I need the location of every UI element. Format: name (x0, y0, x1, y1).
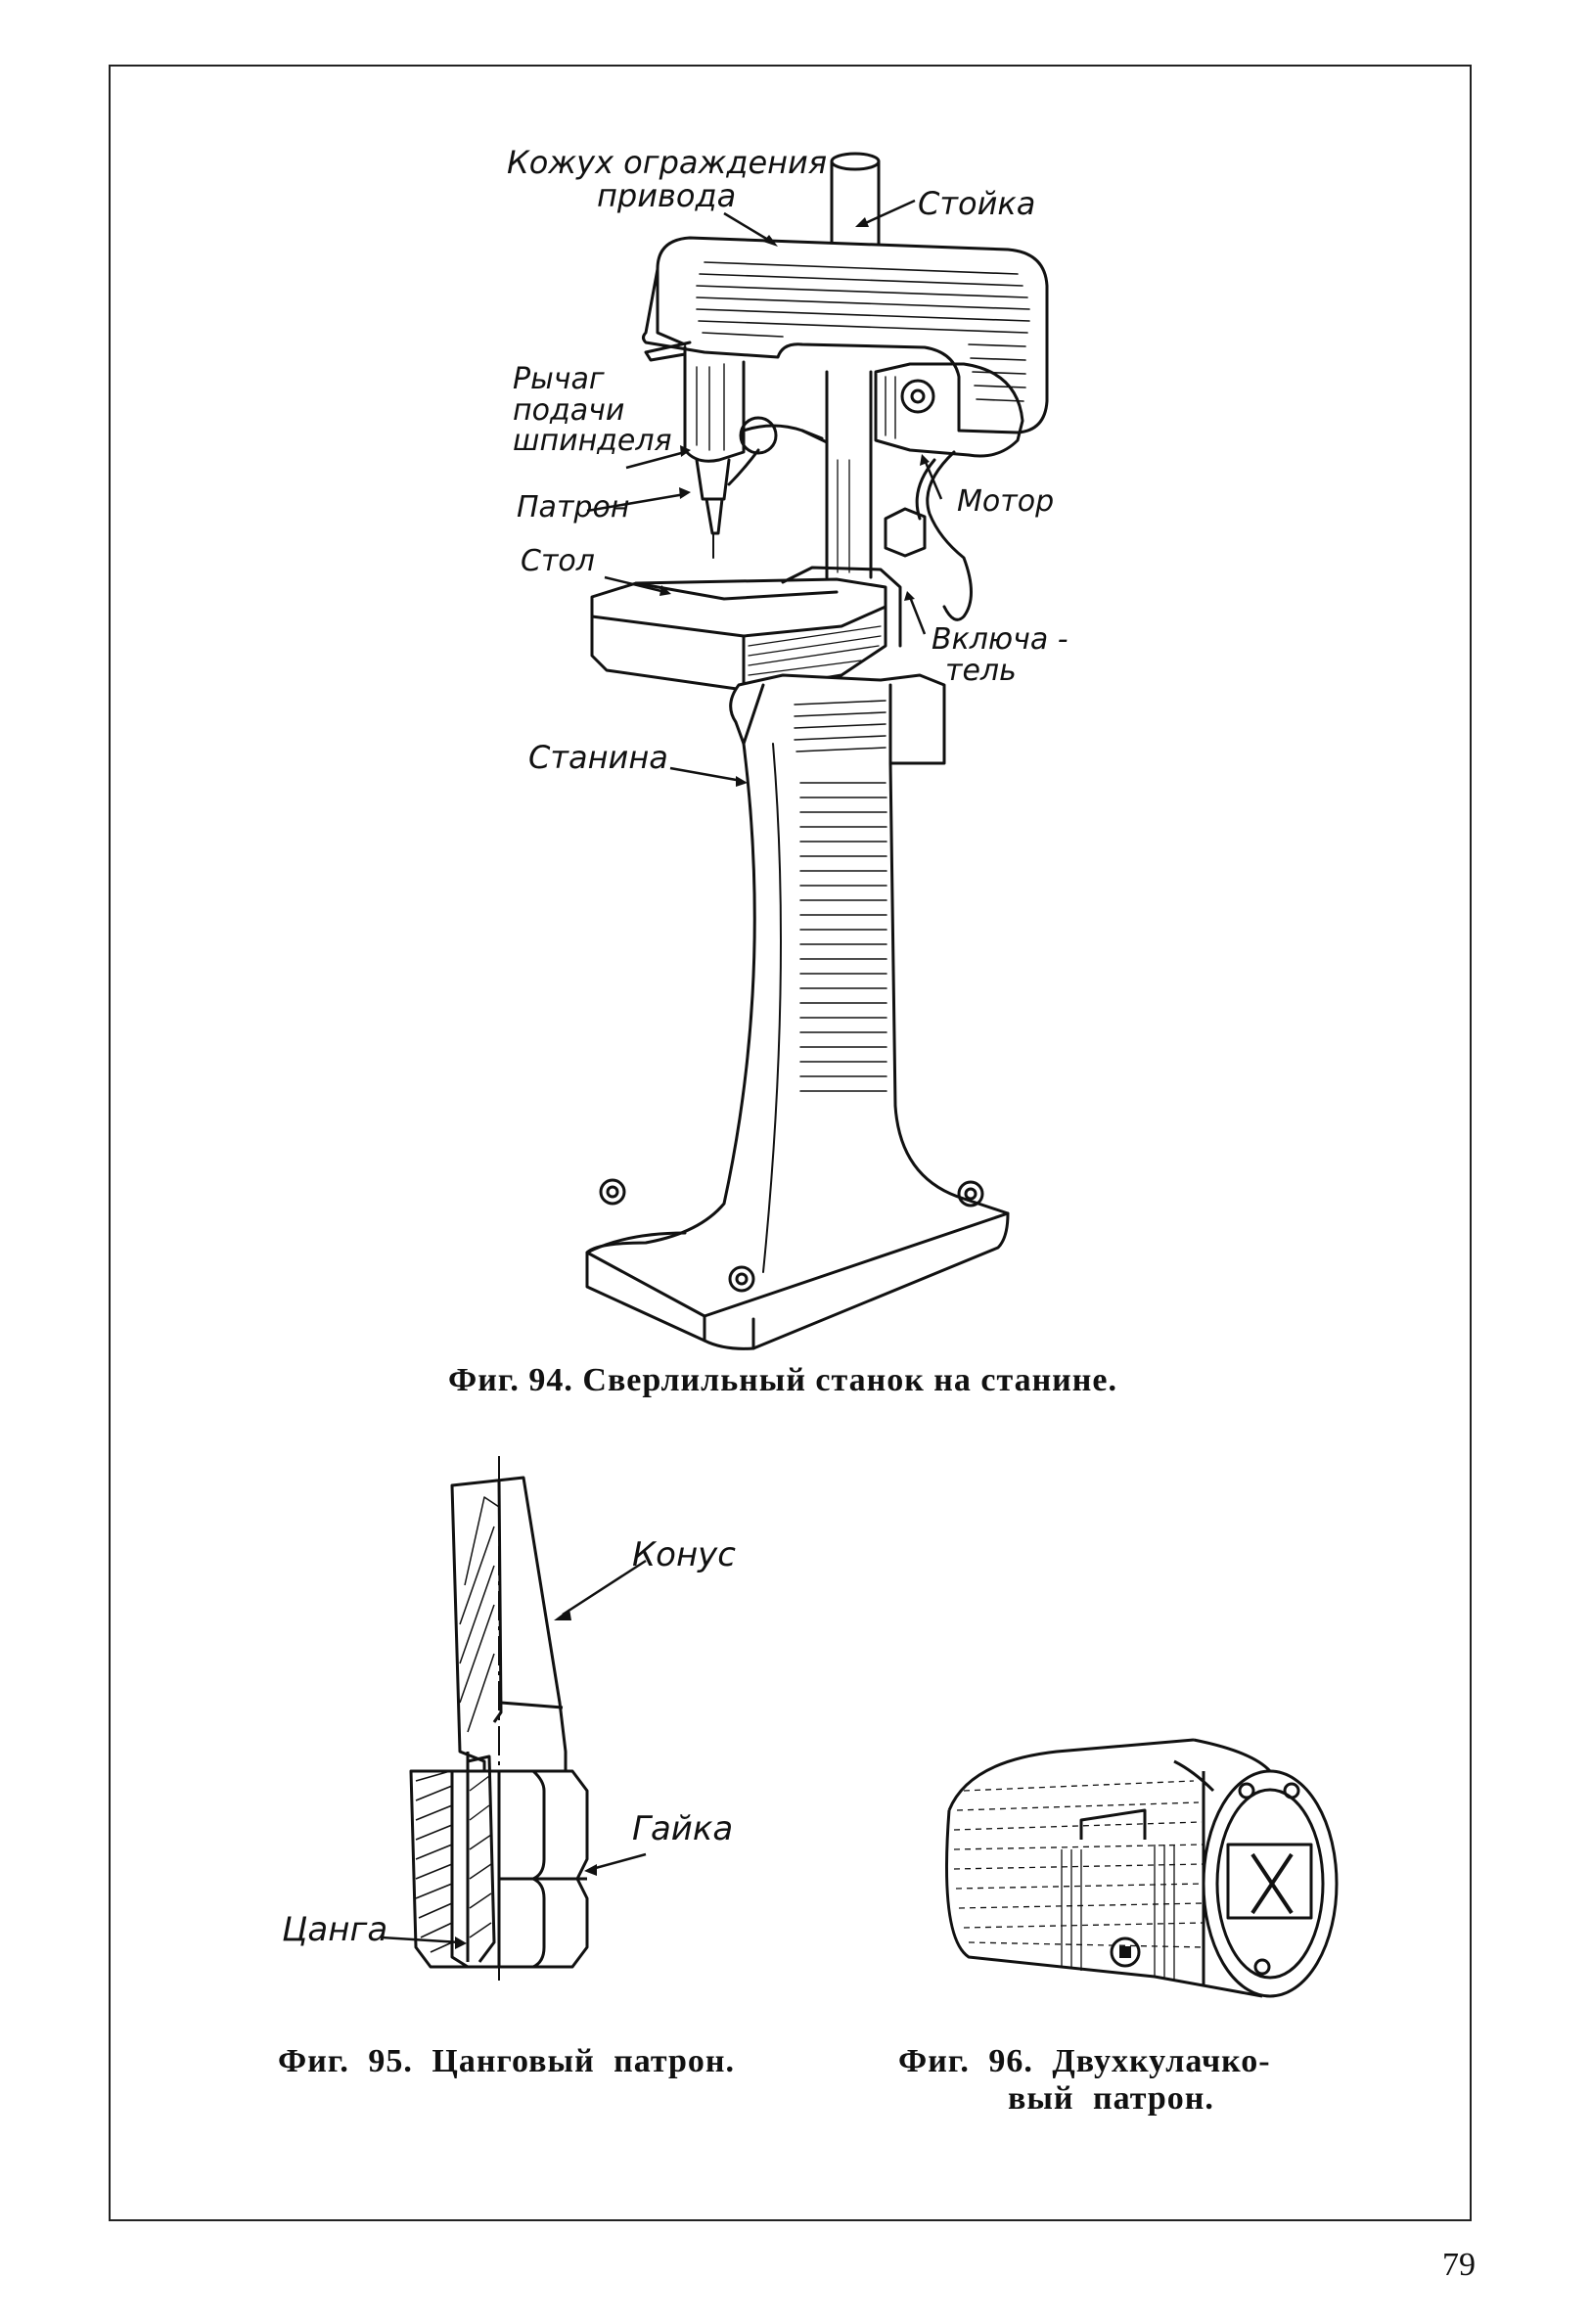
fig95-caption: Фиг. 95. Цанговый патрон. (278, 2043, 736, 2079)
label-nut: Гайка (632, 1809, 734, 1848)
label-switch-line1: Включа - (932, 622, 1068, 657)
label-guard: Кожух ограждения привода (507, 144, 828, 214)
label-lever-line2: подачи (513, 392, 625, 428)
page-number: 79 (1442, 2247, 1476, 2283)
label-column: Стойка (918, 185, 1036, 222)
label-bed: Станина (528, 739, 668, 776)
label-cone: Конус (632, 1535, 736, 1574)
label-guard-line2: привода (597, 176, 737, 214)
label-lever-line1: Рычаг (513, 362, 605, 396)
label-switch: Включа - тель (932, 624, 1068, 686)
fig94-caption: Фиг. 94. Сверлильный станок на станине. (448, 1362, 1117, 1398)
fig96-caption: Фиг. 96. Двухкулачко- вый патрон. (898, 2043, 1271, 2118)
label-switch-line2: тель (945, 653, 1017, 688)
label-lever-line3: шпинделя (513, 424, 672, 458)
fig96-caption-line1: Фиг. 96. Двухкулачко- (898, 2043, 1271, 2079)
label-table: Стол (521, 544, 595, 578)
label-guard-line1: Кожух ограждения (507, 144, 828, 181)
fig96-caption-line2: вый патрон. (1008, 2080, 1214, 2117)
label-collet: Цанга (282, 1910, 388, 1949)
label-lever: Рычаг подачи шпинделя (513, 364, 672, 457)
page-frame (109, 65, 1472, 2221)
label-motor: Мотор (957, 484, 1055, 519)
label-chuck: Патрон (517, 490, 630, 524)
